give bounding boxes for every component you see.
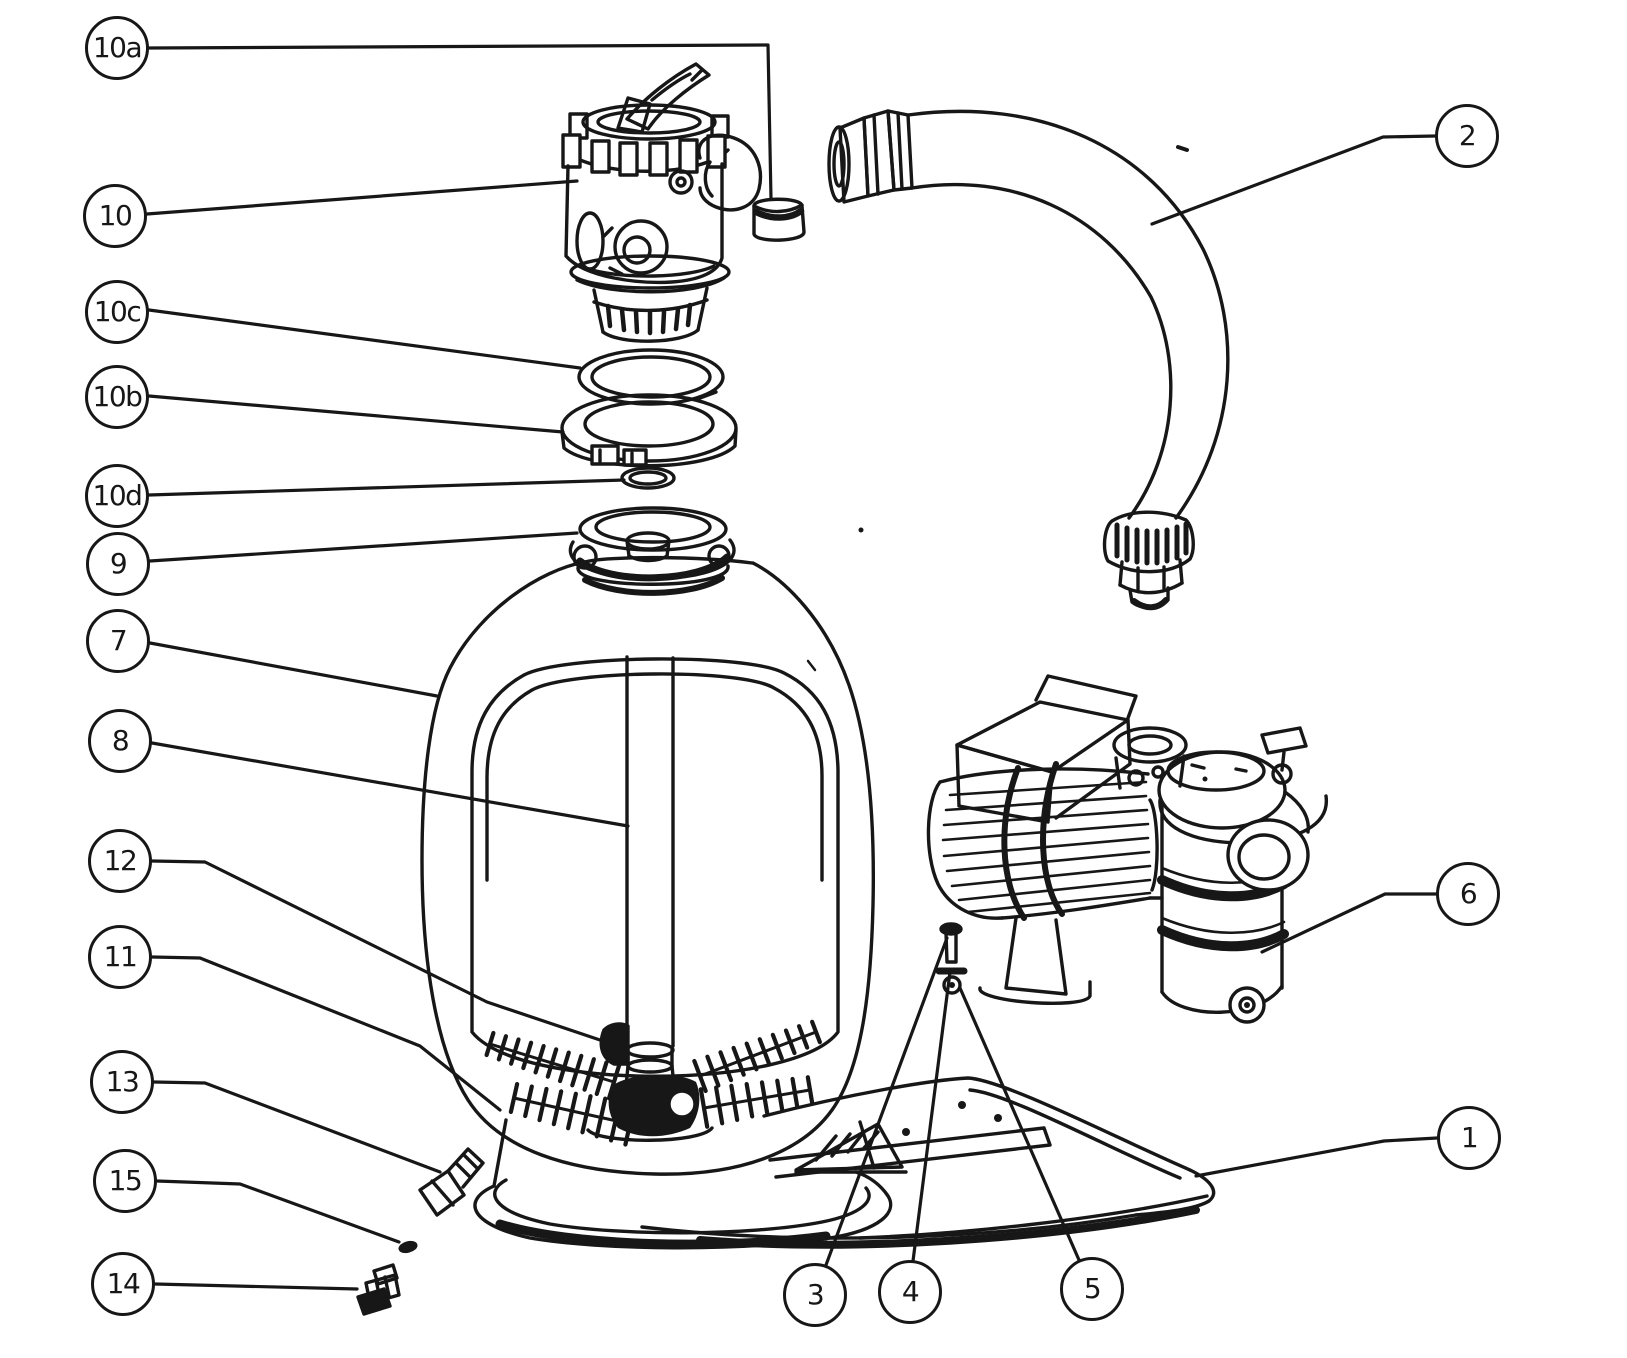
multiport-valve-drawing (561, 62, 763, 343)
leader-line-8 (150, 741, 630, 828)
leader-line-14 (153, 1282, 359, 1291)
valve-port-cap-drawing (752, 197, 806, 242)
small-fitting-drawing (356, 1263, 401, 1316)
leader-line-4 (911, 970, 952, 1263)
small-washer-drawing (398, 1240, 418, 1254)
leader-line-15 (155, 1179, 401, 1244)
leader-line-13 (152, 1080, 442, 1174)
drain-plug-drawing (418, 1147, 485, 1217)
leader-line-9 (148, 531, 579, 563)
fastener-set-drawing (935, 922, 968, 995)
leader-line-6 (1260, 892, 1438, 954)
leader-line-11 (150, 955, 502, 1112)
clamp-ring-drawing (560, 390, 738, 468)
leader-line-10 (145, 179, 579, 216)
hose-drawing (827, 109, 1230, 611)
filter-tank-drawing (420, 555, 876, 1176)
leader-line-3 (824, 936, 949, 1267)
leader-line-10c (147, 308, 582, 370)
leader-line-5 (958, 986, 1081, 1262)
pump-drawing (926, 674, 1328, 1024)
leader-line-10d (147, 478, 626, 497)
callout-leader-lines (145, 43, 1439, 1291)
leader-line-10a (147, 43, 773, 201)
base-plate-drawing (640, 1076, 1216, 1249)
tank-collar-drawing (568, 506, 736, 582)
tank-oring-drawing (577, 348, 725, 406)
leader-line-10b (147, 394, 565, 434)
standpipe-drawing (599, 655, 675, 1068)
leader-line-2 (1150, 134, 1437, 226)
small-oring-drawing (620, 466, 676, 490)
leader-line-7 (148, 641, 439, 698)
scan-specks (858, 527, 864, 533)
lateral-arm-ribs (484, 1019, 822, 1147)
leader-line-12 (150, 859, 602, 1042)
leader-line-1 (1194, 1136, 1439, 1178)
